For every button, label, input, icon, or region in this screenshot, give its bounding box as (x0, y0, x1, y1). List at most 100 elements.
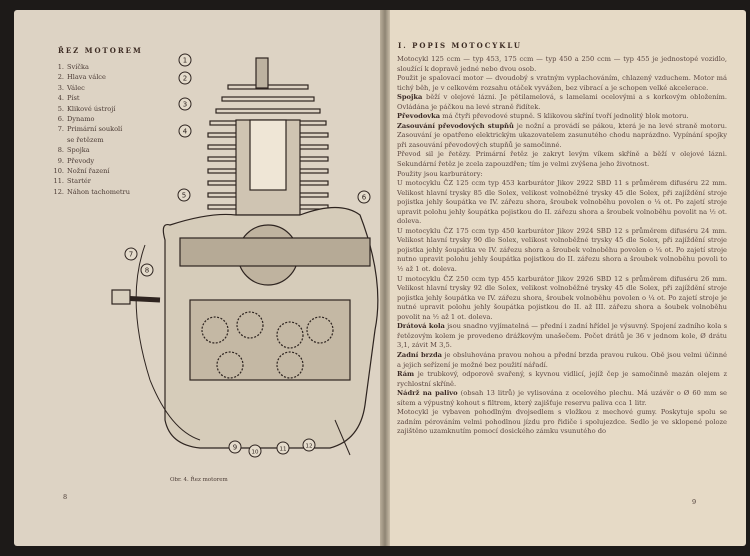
paragraph-lead: Spojka (397, 93, 423, 102)
callout-circle (228, 440, 242, 454)
callout-number: 9 (233, 444, 237, 452)
paragraph: Zadní brzda je obsluhována pravou nohou … (397, 351, 727, 370)
legend-label: Náhon tachometru (67, 187, 130, 196)
paragraph-text: je nožní a provádí se pákou, která je na… (397, 121, 728, 149)
legend-number: 10. (53, 167, 65, 176)
paragraph-text: Motocykl je vybaven pohodlným dvojsedlem… (397, 408, 727, 436)
gear (216, 351, 244, 379)
paragraph: Převodovka má čtyři převodové stupně. S … (397, 112, 727, 122)
page-number-right: 9 (692, 498, 697, 506)
paragraph: Použity jsou karburátory: (397, 170, 727, 180)
legend-item: 8.Spojka (50, 145, 130, 155)
paragraph-text: Motocykl 125 ccm — typ 453, 175 ccm — ty… (397, 55, 727, 73)
legend-label: Spojka (67, 146, 90, 155)
paragraph-lead: Rám (397, 370, 415, 379)
callout-number: 5 (182, 192, 186, 200)
legend-number: 6. (57, 115, 64, 124)
paragraph-text: U motocyklu ČZ 125 ccm typ 453 karburáto… (397, 179, 727, 226)
paragraph-lead: Zadní brzda (397, 350, 442, 359)
right-page (384, 10, 746, 546)
paragraph-text: U motocyklu ČZ 250 ccm typ 455 karburáto… (397, 274, 727, 321)
paragraph-text: Převod sil je řetězy. Primární řetěz je … (397, 150, 727, 169)
legend-number: 8. (57, 146, 64, 155)
paragraph: Zasouvání převodových stupňů je nožní a … (397, 122, 727, 151)
paragraph-text: je obsluhována pravou nohou a přední brz… (397, 350, 727, 369)
legend-number: 9. (57, 156, 64, 165)
legend-title: ŘEZ MOTOREM (58, 46, 143, 55)
callout-circle (124, 247, 138, 261)
callout-number: 8 (145, 267, 149, 275)
callout-circle (178, 71, 192, 85)
legend-item: 10.Nožní řazení (50, 166, 130, 176)
gear (201, 316, 229, 344)
legend-item: 6.Dynamo (50, 114, 130, 124)
paragraph-lead: Drátová kola (397, 322, 445, 331)
legend-number: 5. (57, 104, 64, 113)
legend-label: Píst (67, 94, 80, 103)
paragraph: U motocyklu ČZ 175 ccm typ 450 karburáto… (397, 227, 727, 275)
paragraph: Převod sil je řetězy. Primární řetěz je … (397, 150, 727, 169)
legend-item: 11.Startér (50, 176, 130, 186)
legend-item: 3.Válec (50, 83, 130, 93)
legend-label: Svíčka (67, 63, 89, 71)
paragraph-text: U motocyklu ČZ 175 ccm typ 450 karburáto… (397, 226, 727, 274)
paragraph: Použit je spalovací motor — dvoudobý s v… (397, 74, 727, 93)
paragraph: Motocykl 125 ccm — typ 453, 175 ccm — ty… (397, 55, 727, 74)
callout-circle (357, 190, 371, 204)
section-title: I. POPIS MOTOCYKLU (398, 41, 522, 50)
body-text: Motocykl 125 ccm — typ 453, 175 ccm — ty… (397, 55, 727, 437)
page-number-left: 8 (63, 493, 68, 501)
paragraph-text: (obsah 13 litrů) je vylisována z ocelové… (397, 389, 727, 407)
paragraph-text: má čtyři převodové stupně. S klikovou sk… (440, 112, 689, 121)
paragraph: Spojka běží v olejové lázni. Je pětilame… (397, 93, 727, 112)
paragraph: Drátová kola jsou snadno vyjímatelná — p… (397, 322, 727, 351)
callout-number: 11 (280, 447, 287, 453)
legend-label: Převody (67, 156, 95, 165)
callout-number: 10 (252, 450, 259, 456)
paragraph-lead: Zasouvání převodových stupňů (397, 121, 514, 130)
callout-circle (178, 97, 192, 111)
legend-item: se řetězem (50, 135, 130, 145)
book-gutter (380, 10, 390, 546)
legend-item: 5.Klikové ústrojí (50, 104, 130, 114)
paragraph-text: je trubkový, odporově svařený, s kyvnou … (397, 370, 727, 388)
legend-item: 4.Píst (50, 93, 130, 103)
callout-number: 2 (183, 75, 187, 83)
callout-circle (302, 438, 316, 452)
callout-circle (276, 441, 290, 455)
legend-label: Válec (67, 83, 85, 92)
legend-label: Primární soukolí (67, 125, 123, 134)
paragraph: U motocyklu ČZ 250 ccm typ 455 karburáto… (397, 275, 727, 323)
legend-number: 2. (57, 73, 64, 82)
legend-item: 9.Převody (50, 156, 130, 166)
callout-circle (177, 188, 191, 202)
paragraph: U motocyklu ČZ 125 ccm typ 453 karburáto… (397, 179, 727, 227)
callout-number: 1 (183, 57, 187, 65)
callout-number: 6 (362, 194, 367, 202)
paragraph-text: Použity jsou karburátory: (397, 169, 483, 178)
gear (306, 316, 334, 344)
callout-circle (248, 444, 262, 458)
legend-number: 4. (57, 94, 64, 103)
legend-number: 7. (57, 125, 64, 134)
callout-number: 12 (306, 444, 313, 450)
callout-number: 4 (183, 128, 188, 136)
paragraph-lead: Nádrž na palivo (397, 389, 458, 398)
callout-circle (178, 53, 192, 67)
legend-number: 1. (57, 63, 64, 71)
legend-item: 12.Náhon tachometru (50, 187, 130, 197)
paragraph: Motocykl je vybaven pohodlným dvojsedlem… (397, 408, 727, 437)
callout-number: 7 (129, 251, 133, 259)
legend-number: 11. (53, 177, 65, 186)
paragraph-text: běží v olejové lázni. Je pětilamelová, s… (397, 93, 727, 111)
paragraph: Nádrž na palivo (obsah 13 litrů) je vyli… (397, 389, 727, 408)
callout-number: 3 (183, 101, 187, 109)
cooling-fin (215, 108, 321, 114)
cooling-fin (221, 96, 315, 102)
legend-label: se řetězem (67, 135, 104, 144)
gear (276, 321, 304, 349)
legend-label: Nožní řazení (67, 167, 110, 176)
legend-number: 12. (53, 187, 65, 196)
